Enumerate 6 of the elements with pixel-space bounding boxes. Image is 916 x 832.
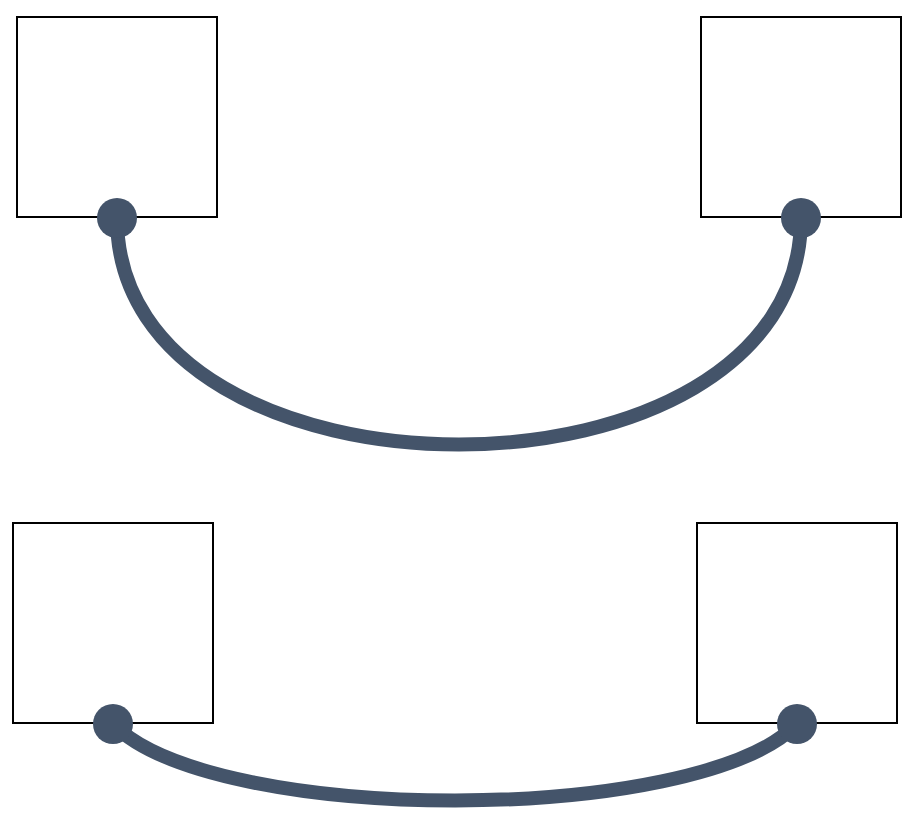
empty-box [12,522,214,724]
empty-box [16,16,218,218]
curved-connector [97,198,821,452]
empty-box [700,16,902,218]
curved-connector [93,704,817,808]
empty-box [696,522,898,724]
